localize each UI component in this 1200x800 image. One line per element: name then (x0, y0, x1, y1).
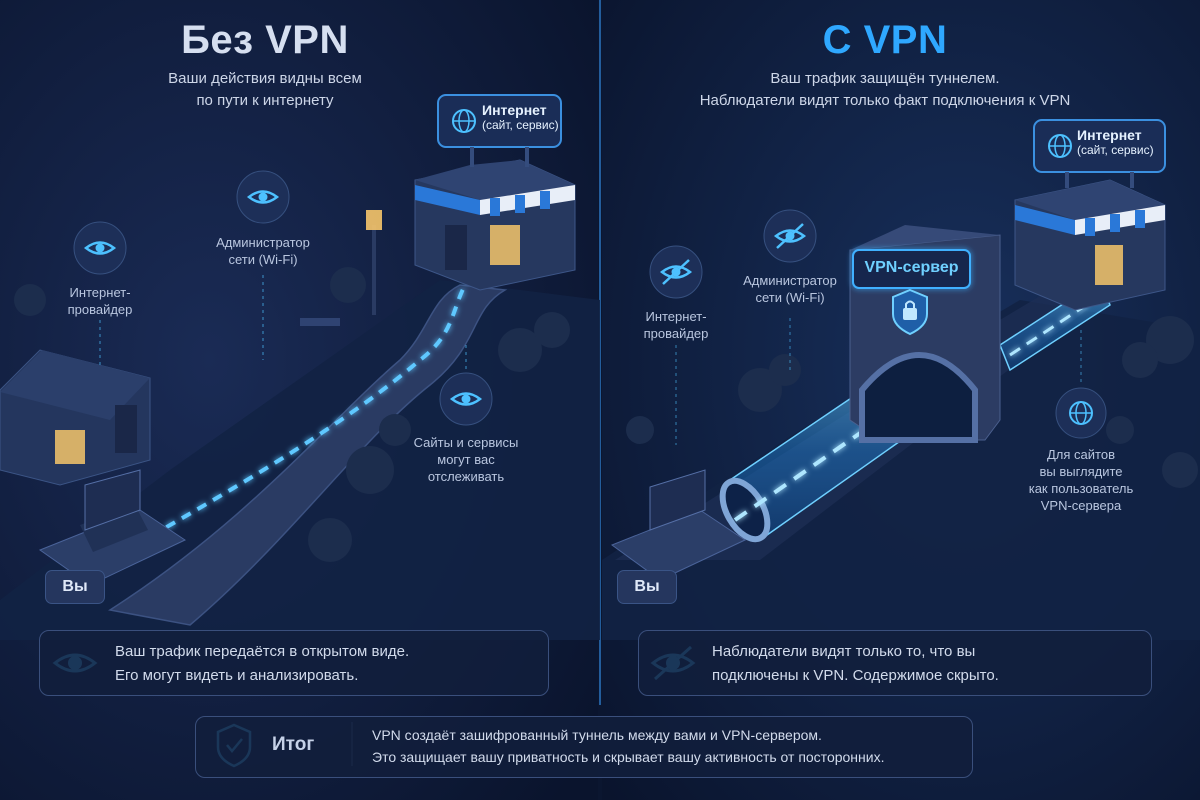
shop-window (490, 225, 520, 265)
right-panel-title: С VPN (822, 18, 948, 62)
right-isp-label: Интернет- провайдер (626, 308, 726, 342)
left-panel-subtitle: Ваши действия видны всем по пути к интер… (110, 68, 420, 112)
internet-sign-left-line-1: Интернет (482, 102, 547, 118)
internet-shop-right (1014, 179, 1166, 311)
eye-icon (83, 241, 117, 255)
vpn-identity-globe-circle (1055, 387, 1107, 439)
right-isp-label-line-1: Интернет- (645, 309, 707, 324)
left-isp-label-line-2: провайдер (67, 302, 133, 317)
eye-slash-icon (659, 259, 693, 285)
right-info-line-2: подключены к VPN. Содержимое скрыто. (712, 667, 999, 684)
awning-left (415, 185, 575, 216)
left-sites-label: Сайты и сервисы могут вас отслеживать (405, 434, 527, 485)
right-wifi-admin-label: Администратор сети (Wi-Fi) (730, 272, 850, 306)
globe-icon (1069, 401, 1093, 425)
right-vpn-identity-label-line-4: VPN-сервера (1040, 498, 1122, 513)
right-subtitle-line-1: Ваш трафик защищён туннелем. (770, 70, 1000, 87)
internet-sign-right-line-2: (сайт, сервис) (1077, 143, 1154, 157)
internet-sign-right-text: Интернет (сайт, сервис) (1077, 127, 1165, 157)
eye-icon (246, 190, 280, 204)
right-wifi-admin-label-line-2: сети (Wi-Fi) (755, 290, 825, 305)
eye-slash-icon (773, 223, 807, 249)
awning-right (1015, 205, 1165, 236)
left-wifi-admin-label-line-2: сети (Wi-Fi) (228, 252, 298, 267)
right-subtitle-line-2: Наблюдатели видят только факт подключени… (699, 92, 1071, 109)
right-info-line-1: Наблюдатели видят только то, что вы (712, 643, 976, 660)
vpn-server-label: VPN-сервер (864, 259, 959, 276)
bench (300, 318, 340, 326)
left-sites-label-line-2: могут вас (437, 452, 495, 467)
summary-text: VPN создаёт зашифрованный туннель между … (372, 724, 967, 768)
summary-line-2: Это защищает вашу приватность и скрывает… (372, 749, 885, 765)
internet-sign-left-line-2: (сайт, сервис) (482, 118, 559, 132)
left-info-text: Ваш трафик передаётся в открытом виде. Е… (115, 640, 535, 688)
right-wifi-admin-label-line-1: Администратор (743, 273, 837, 288)
isp-eye-slash-circle (649, 245, 703, 299)
isp-eye-circle (73, 221, 127, 275)
right-info-box (638, 630, 1152, 696)
you-badge-right: Вы (617, 570, 677, 604)
left-info-line-1: Ваш трафик передаётся в открытом виде. (115, 643, 410, 660)
internet-sign-left-text: Интернет (сайт, сервис) (482, 102, 562, 132)
globe-icon (452, 109, 476, 133)
eye-icon (449, 392, 483, 406)
summary-title: Итог (272, 734, 315, 755)
sites-eye-circle (439, 372, 493, 426)
right-isp-label-line-2: провайдер (643, 326, 709, 341)
left-subtitle-line-1: Ваши действия видны всем (168, 70, 362, 87)
left-subtitle-line-2: по пути к интернету (196, 92, 334, 109)
left-isp-label: Интернет- провайдер (50, 284, 150, 318)
right-vpn-identity-label: Для сайтов вы выглядите как пользователь… (1016, 446, 1146, 514)
left-info-line-2: Его могут видеть и анализировать. (115, 667, 359, 684)
left-panel-title: Без VPN (181, 18, 349, 62)
right-panel-subtitle: Ваш трафик защищён туннелем. Наблюдатели… (660, 68, 1110, 112)
left-sites-label-line-3: отслеживать (427, 469, 505, 484)
you-badge-left: Вы (45, 570, 105, 604)
globe-icon (1048, 134, 1072, 158)
left-wifi-admin-label: Администратор сети (Wi-Fi) (203, 234, 323, 268)
internet-sign-right-line-1: Интернет (1077, 127, 1142, 143)
wifi-admin-eye-slash-circle (763, 209, 817, 263)
internet-sign-right (1033, 119, 1166, 173)
summary-box (195, 716, 973, 778)
right-vpn-identity-label-line-1: Для сайтов (1047, 447, 1115, 462)
trees-left (14, 267, 570, 562)
trees-right (626, 316, 1198, 488)
vpn-server-sign (852, 249, 971, 289)
left-isp-label-line-1: Интернет- (69, 285, 131, 300)
shop-window (1095, 245, 1123, 285)
left-info-box (39, 630, 549, 696)
right-info-text: Наблюдатели видят только то, что вы подк… (712, 640, 1132, 688)
wifi-admin-eye-circle (236, 170, 290, 224)
right-vpn-identity-label-line-2: вы выглядите (1039, 464, 1123, 479)
internet-shop-left (414, 159, 576, 291)
right-vpn-identity-label-line-3: как пользователь (1028, 481, 1134, 496)
lamp-post (366, 210, 382, 315)
shield-lock-icon (892, 288, 928, 336)
left-open-traffic-path (134, 268, 477, 547)
left-wifi-admin-label-line-1: Администратор (216, 235, 310, 250)
laptop-right (610, 469, 747, 581)
left-sites-label-line-1: Сайты и сервисы (413, 435, 519, 450)
laptop-left (38, 469, 187, 586)
house (0, 349, 151, 486)
internet-sign-left (437, 94, 562, 148)
left-road (108, 284, 508, 626)
summary-line-1: VPN создаёт зашифрованный туннель между … (372, 727, 822, 743)
house-window (55, 430, 85, 464)
